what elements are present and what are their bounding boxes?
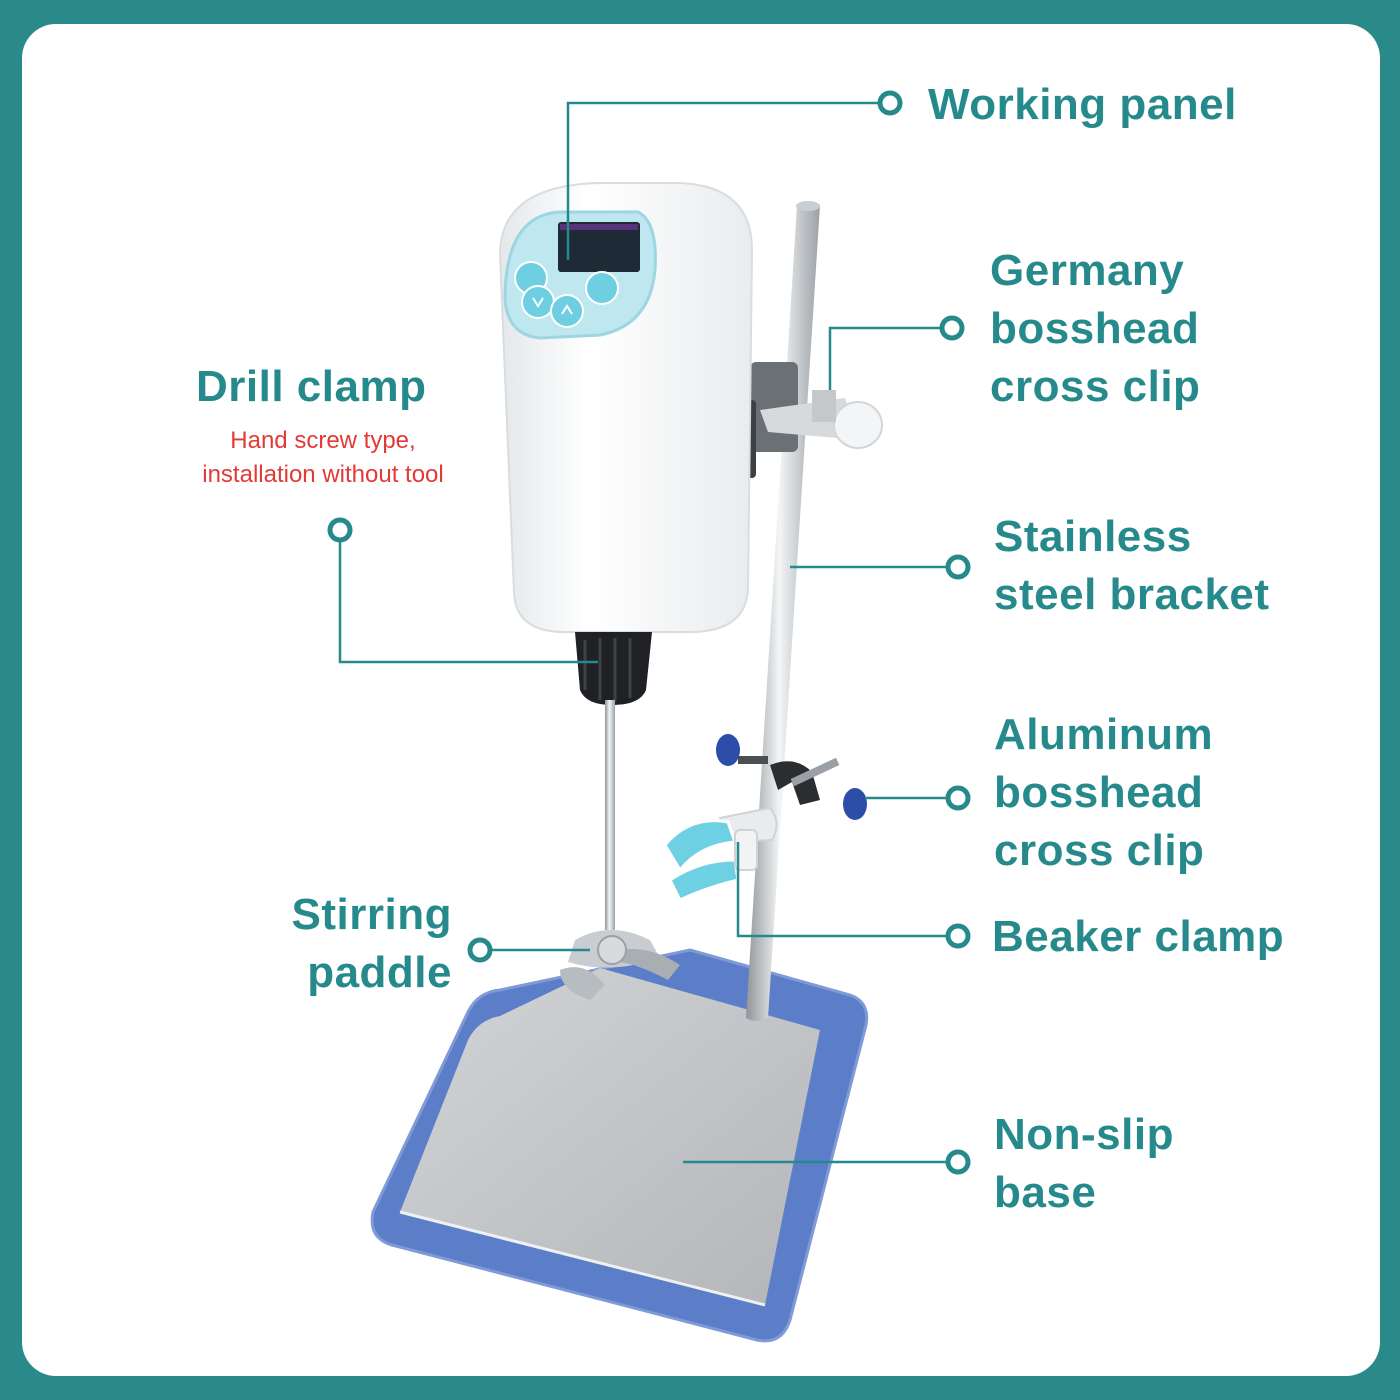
non-slip-base-shape (370, 948, 869, 1343)
label-line: Non-slip (994, 1110, 1174, 1159)
leader-lines (338, 101, 946, 1164)
beaker-clamp-dot-icon (945, 923, 971, 949)
label-line: Beaker clamp (992, 912, 1285, 961)
label-stirring-paddle: Stirring paddle (270, 886, 452, 1002)
germany-bosshead-shape (742, 362, 883, 478)
drill-chuck-shape (575, 632, 652, 705)
working-panel-dot-icon (877, 90, 903, 116)
label-aluminum-bosshead: Aluminum bosshead cross clip (994, 706, 1213, 880)
stirring-paddle-shape (560, 700, 680, 1000)
aluminum-bosshead-dot-icon (945, 785, 971, 811)
label-beaker-clamp: Beaker clamp (992, 908, 1284, 966)
label-line: steel bracket (994, 570, 1270, 619)
stainless-steel-rod (746, 201, 820, 1021)
label-non-slip-base: Non-slip base (994, 1106, 1174, 1222)
label-line: Drill clamp (196, 362, 427, 411)
label-drill-clamp: Drill clamp (196, 358, 426, 416)
note-line: Hand screw type, (230, 427, 416, 454)
label-line: cross clip (994, 826, 1205, 875)
germany-bosshead-dot-icon (939, 315, 965, 341)
aluminum-bosshead-shape (716, 734, 867, 820)
label-line: Germany (990, 246, 1185, 295)
label-line: base (994, 1168, 1097, 1217)
beaker-clamp-shape (663, 806, 778, 902)
label-line: Aluminum (994, 710, 1214, 759)
label-germany-bosshead: Germany bosshead cross clip (990, 242, 1200, 416)
label-line: paddle (307, 948, 452, 997)
stirring-paddle-dot-icon (467, 937, 493, 963)
label-line: Stirring (291, 890, 452, 939)
note-line: installation without tool (202, 461, 444, 488)
working-panel-shape (503, 210, 657, 340)
drill-clamp-note: Hand screw type, installation without to… (150, 424, 496, 492)
non-slip-base-dot-icon (945, 1149, 971, 1175)
label-line: Stainless (994, 512, 1192, 561)
label-line: Working panel (928, 80, 1237, 129)
drill-clamp-dot-icon (327, 517, 353, 543)
leader-dots (327, 90, 971, 1175)
stainless-bracket-dot-icon (945, 554, 971, 580)
label-line: cross clip (990, 362, 1201, 411)
label-stainless-bracket: Stainless steel bracket (994, 508, 1270, 624)
label-working-panel: Working panel (928, 76, 1237, 134)
label-line: bosshead (994, 768, 1204, 817)
label-line: bosshead (990, 304, 1200, 353)
